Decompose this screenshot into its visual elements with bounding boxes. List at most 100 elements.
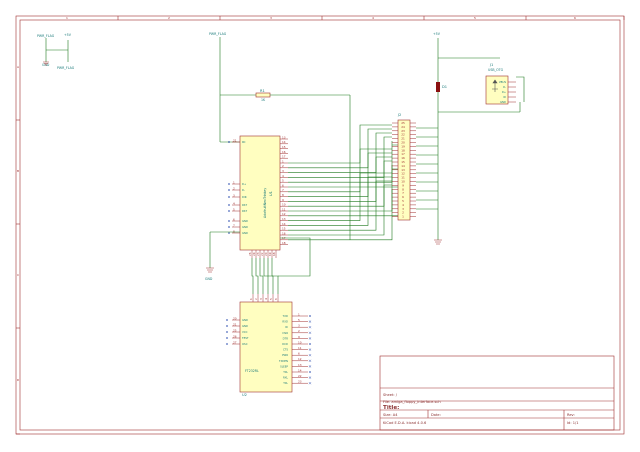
u1-left-pin-name: RST	[242, 203, 247, 207]
u2-right-pin-name: SLEEP	[280, 364, 288, 368]
u2-right-pin-number: 9	[298, 335, 300, 339]
u2-no-connect-icon	[308, 365, 312, 368]
u1-to-j2-bus	[288, 124, 438, 241]
u2-no-connect-icon	[308, 320, 312, 323]
u2-right-pin-name: PWR	[282, 353, 288, 357]
u2-right-pin-name: RXD	[282, 320, 288, 324]
j1-body	[485, 75, 509, 105]
u1-u2-wire	[267, 258, 274, 294]
r1-ref: R1	[260, 89, 265, 93]
u1-no-connect-icon	[227, 195, 231, 199]
j2-pin-number: 21	[401, 137, 405, 141]
j2-ref: J2	[397, 113, 401, 117]
j2-pin-number: 9	[402, 183, 404, 187]
u2-left-pin-name: OSC	[242, 342, 248, 346]
u2-right-pin-number: 6	[298, 352, 300, 356]
j1-pin-name: D-	[503, 85, 506, 89]
u1-left-pin-name: GND	[242, 225, 248, 229]
tb-rev: Rev:	[567, 413, 575, 417]
u2-right-pin-number: 13	[298, 363, 302, 367]
u1-no-connect-icon	[227, 203, 231, 207]
u1-right-pin-number: 15	[282, 145, 286, 149]
u1-right-pin-number: 8	[282, 193, 284, 197]
u2-left-pin-number: 21	[233, 322, 237, 326]
bus-wire	[288, 156, 392, 202]
u2-right-pin-number: 22	[298, 374, 302, 378]
bus-wire	[288, 128, 392, 169]
u2-no-connect-icon	[308, 342, 312, 346]
u1-right-pin-number: 17	[282, 155, 286, 159]
u2-no-connect-icon	[308, 382, 312, 385]
tb-size: Size: A4	[383, 413, 398, 417]
tb-file: File: amiga_floppy_interface.sch	[383, 400, 441, 404]
j2-pin-number: 10	[401, 180, 405, 184]
u2-right-pin-name: TXD	[283, 314, 288, 318]
j1-wire	[516, 76, 525, 102]
u2-no-connect-icon	[225, 342, 229, 346]
u2-right-pin-number: 10	[298, 340, 302, 344]
j1-ref: J1	[489, 63, 493, 67]
ruler-left-label: D	[17, 378, 20, 382]
ruler-top-label: 3	[270, 16, 272, 20]
u2-no-connect-icon	[225, 324, 229, 328]
j2-pin-number: 15	[401, 160, 405, 164]
bus-wire	[288, 189, 393, 241]
u2-no-connect-icon	[308, 326, 312, 329]
u2-right-pin-number: 14	[298, 368, 302, 372]
tb-id: Id: 1/1	[567, 421, 578, 425]
u1-right-pin-number: 13	[282, 217, 286, 221]
u2-right-pin-name: DCD	[282, 342, 288, 346]
d1-ref: D1	[442, 85, 447, 89]
u1-left-pin-number: 4	[233, 201, 235, 205]
u1-right-pin-number: 16	[282, 231, 286, 235]
j2-pin-number: 20	[401, 141, 405, 145]
ruler-left-label: A	[17, 65, 20, 69]
u1-bottom-pin-number: 20	[264, 252, 268, 256]
u2-component: 20GND21GND25VCC26TEST27OSC1TXD5RXD3RI2DS…	[225, 294, 312, 397]
u2-right-pin-name: RI	[285, 325, 288, 329]
u2-left-pin-name: GND	[242, 324, 248, 328]
u2-right-pin-number: 2	[298, 329, 300, 333]
u1-right-pin-number: 11	[282, 207, 286, 211]
u2-right-pin-number: 3	[298, 324, 300, 328]
tb-date: Date:	[431, 413, 441, 417]
j2-pin-number: 1	[402, 215, 404, 219]
j1-pin-name: VBUS	[499, 80, 506, 84]
j2-pin-number: 4	[402, 203, 404, 207]
j2-pin-number: 5	[402, 199, 404, 203]
u1-right-pin-number: 4	[282, 174, 284, 178]
u2-right-pin-name: TXDEN	[279, 359, 288, 363]
j2-pin-number: 6	[402, 195, 404, 199]
u1-left-pin-number: 2	[233, 186, 235, 190]
u1-right-pin-number: 1	[282, 159, 284, 163]
u1-left-pin-name: RC	[242, 140, 246, 144]
u1-no-connect-icon	[227, 182, 231, 186]
u1-left-pin-number: 8	[233, 229, 235, 233]
u2-right-pin-name: TXL	[283, 381, 288, 385]
u1-component: 21RC1D+2D-3DIR4RST5RST6GND7GND8GND131415…	[205, 95, 288, 281]
u2-right-pin-number: 12	[298, 357, 302, 361]
title-block: Sheet: / File: amiga_floppy_interface.sc…	[379, 355, 615, 431]
j2-pin-number: 25	[401, 121, 405, 125]
u2-top-pin-number: 2	[254, 298, 258, 300]
u2-right-pin-name: CTS	[283, 348, 288, 352]
j2-pin-number: 19	[401, 144, 405, 148]
u1-bottom-pin-number: 22	[260, 252, 264, 256]
u2-top-pin-number: 1	[249, 298, 253, 300]
j2-pin-number: 17	[401, 152, 405, 156]
u1-bottom-pin-number: 24	[252, 252, 256, 256]
bus-wire	[288, 152, 392, 197]
u2-no-connect-icon	[225, 330, 229, 334]
j2-pin-number: 18	[401, 148, 405, 152]
u1-u2-wire	[271, 258, 279, 294]
u2-right-pin-name: DSR	[283, 331, 289, 335]
j2-pin-number: 2	[402, 211, 404, 215]
ruler-left-label: C	[17, 273, 19, 277]
u1-u2-wire	[251, 258, 254, 294]
j2-pin-number: 12	[401, 172, 405, 176]
u2-no-connect-icon	[308, 314, 312, 318]
j2-pin-number: 8	[402, 187, 404, 191]
